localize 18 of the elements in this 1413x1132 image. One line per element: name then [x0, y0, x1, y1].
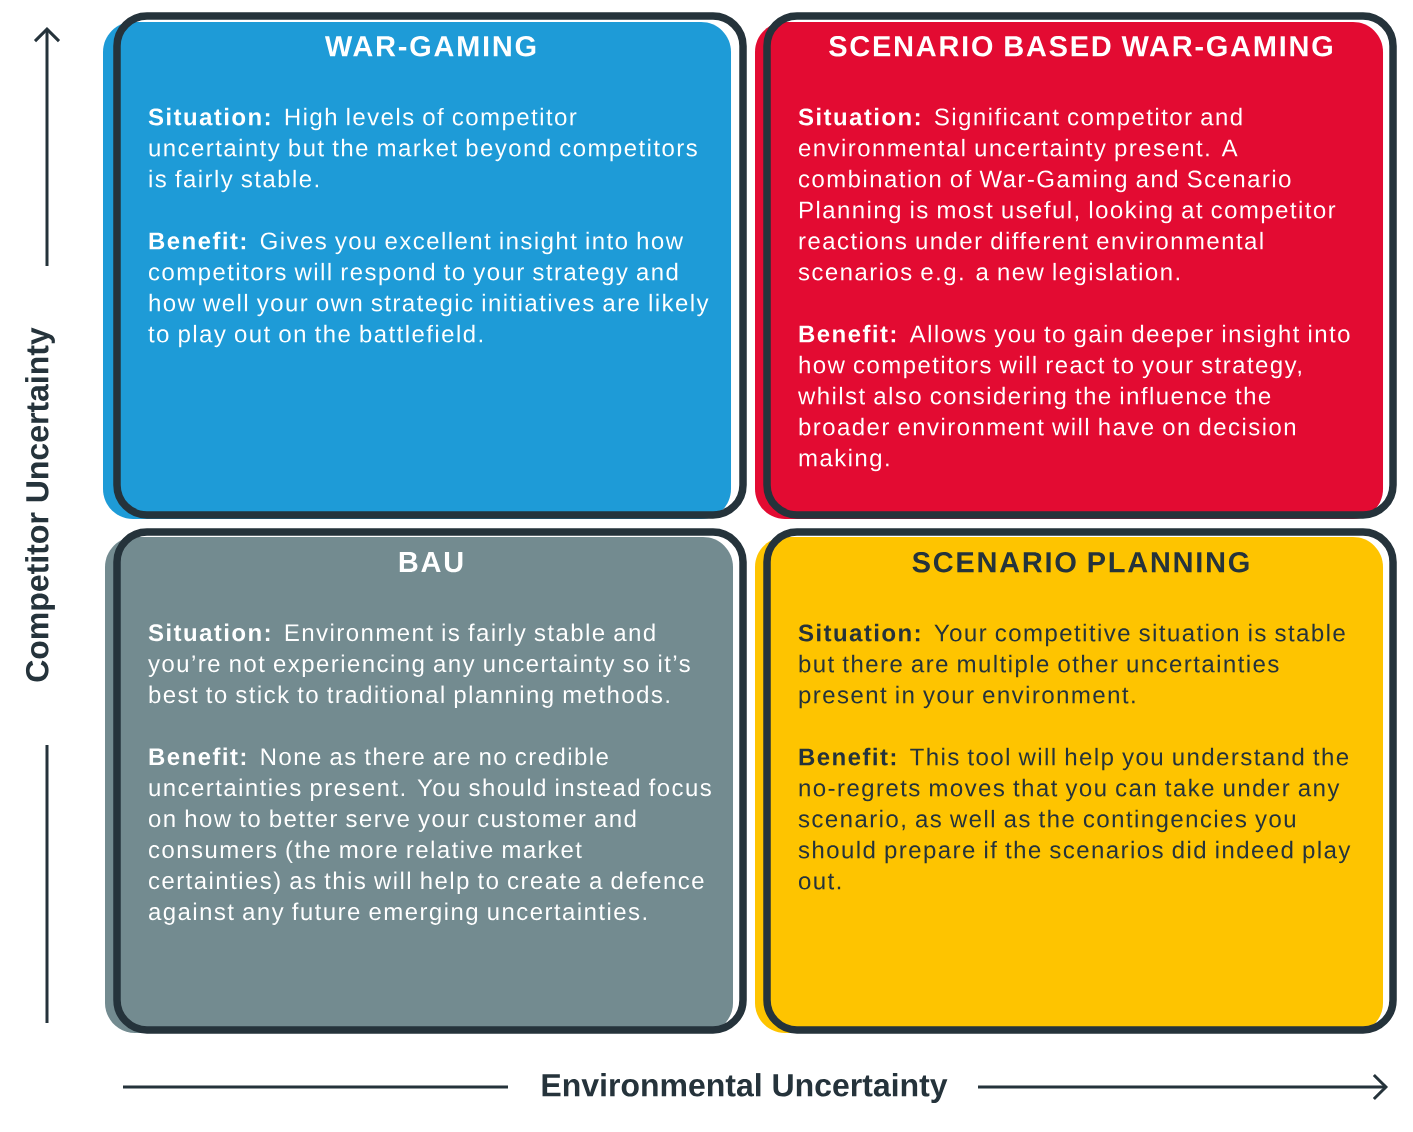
body-text: Situation: High levels of competitor uncertainty but the market beyond competitors is fairly stable.: [148, 107, 697, 193]
body-text: Benefit: This tool will help you understand the no-regrets moves that you can take under any scenario, as well as the contingencies you should prepare if the scenarios did indeed play out.: [798, 747, 1351, 890]
axis-label: Environmental Uncertainty: [542, 1073, 948, 1103]
quadrant-box: [755, 528, 1397, 1034]
body-text: Benefit: Gives you excellent insight into how competitors will respond to your strategy and how well your own strategic initiatives are likely to play out on the battlefield.: [148, 231, 709, 348]
quadrant-box: [103, 12, 747, 519]
body-text: Benefit: None as there are no credible uncertainties present. You should instead focus on how to better serve your customer and consumers (the more relative market certainties) as this will help to create a defence against any future emerging uncertainties.: [149, 747, 711, 925]
body-text: Situation: Your competitive situation is stable but there are multiple other uncertainties present in your environment.: [798, 623, 1345, 709]
axis-label: Competitor Uncertainty: [25, 327, 55, 682]
body-text: Benefit: Allows you to gain deeper insight into how competitors will react to your strategy, whilst also considering the influence the broader environment will have on decision making.: [798, 324, 1350, 472]
quadrant-box: [105, 528, 747, 1034]
body-text: Situation: Environment is fairly stable and you’re not experiencing any uncertainty so it’s best to stick to traditional planning methods.: [148, 623, 690, 708]
quadrant-heading: SCENARIO BASED WAR-GAMING: [829, 36, 1332, 57]
body-text: Situation: Significant competitor and environmental uncertainty present. A combination of War-Gaming and Scenario Planning is most useful, looking at competitor reactions under different environmental scenarios e.g. a new legislation.: [798, 107, 1336, 286]
quadrant-box: [755, 12, 1397, 519]
quadrant-heading: SCENARIO PLANNING: [912, 552, 1249, 573]
quadrant-heading: BAU: [399, 552, 463, 573]
quadrant-heading: WAR-GAMING: [324, 36, 536, 57]
